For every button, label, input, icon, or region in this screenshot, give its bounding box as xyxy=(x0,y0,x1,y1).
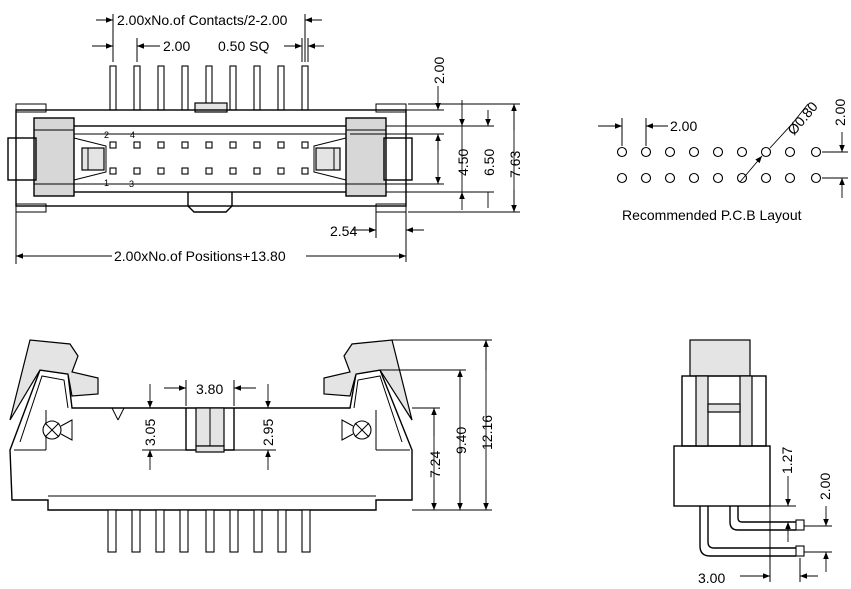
dim-pin-length: 2.00 xyxy=(431,57,447,84)
pcb-holes xyxy=(616,146,822,184)
dim-key-depth-left: 3.05 xyxy=(142,419,158,446)
side-view: 1.27 2.00 3.00 xyxy=(673,339,833,586)
dim-hole-diameter: Ø0.80 xyxy=(784,98,821,138)
top-view-contacts xyxy=(109,141,309,175)
dim-key-depth-right: 2.95 xyxy=(260,419,276,446)
dim-slot-width: 6.50 xyxy=(481,149,497,176)
dim-body-height: 7.24 xyxy=(427,451,443,478)
front-view-pins xyxy=(107,509,311,553)
top-view: 2 4 1 3 2.00xNo.of Contacts/2-2.00 2.00 … xyxy=(7,12,523,264)
dim-end-offset: 2.54 xyxy=(330,223,357,239)
dim-pcb-row-spacing: 2.00 xyxy=(832,99,848,126)
pcb-layout-caption: Recommended P.C.B Layout xyxy=(622,207,802,223)
top-view-pins xyxy=(109,65,309,111)
dim-total-height: 12.16 xyxy=(479,415,495,450)
top-view-left-latch xyxy=(7,117,107,197)
dim-side-pin-gap: 1.27 xyxy=(779,447,795,474)
front-view-body xyxy=(9,369,413,511)
pin-number-3: 3 xyxy=(129,179,134,189)
dim-row-spacing: 4.50 xyxy=(455,149,471,176)
side-view-body xyxy=(673,445,771,507)
dim-key-width: 3.80 xyxy=(196,381,223,397)
dim-height-latch: 9.40 xyxy=(453,427,469,454)
dim-contacts-width: 2.00xNo.of Contacts/2-2.00 xyxy=(117,12,288,28)
dim-side-row-pitch: 2.00 xyxy=(817,473,833,500)
dim-top-pitch: 2.00 xyxy=(163,38,190,54)
dim-pin-square: 0.50 SQ xyxy=(218,38,269,54)
pin-number-2: 2 xyxy=(104,130,109,140)
dim-pcb-pitch: 2.00 xyxy=(670,118,697,134)
dim-overall-length: 2.00xNo.of Positions+13.80 xyxy=(114,248,286,264)
top-view-body xyxy=(15,109,407,207)
dim-side-pin-offset: 3.00 xyxy=(698,570,725,586)
dim-body-width: 7.63 xyxy=(507,151,523,178)
front-view: 3.80 3.05 2.95 7.24 9.40 12.16 xyxy=(9,339,495,553)
pcb-layout: 2.00 Ø0.80 2.00 Recommended P.C.B Layout xyxy=(598,98,848,223)
pin-number-1: 1 xyxy=(104,178,109,188)
pin-number-4: 4 xyxy=(130,130,135,140)
top-view-right-latch xyxy=(313,117,413,197)
